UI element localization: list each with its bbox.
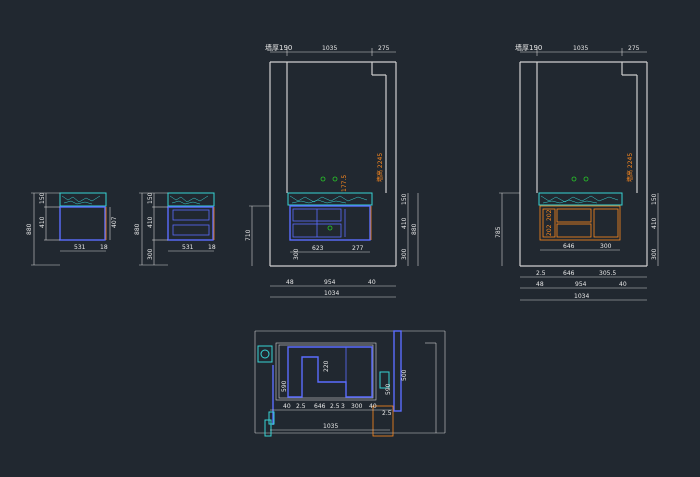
dim-drawer-b: 202 [546,224,553,236]
drawer-upper [556,208,592,223]
drawer-lower [172,224,210,236]
dim-top-width: 1035 [573,45,588,52]
dim-right-bottom: 300 [651,248,658,260]
dim-bottom-total: 1034 [324,290,339,297]
dim-b1-mid: 646 [563,270,575,277]
plan-fixture [257,345,273,363]
plan-dim-7: 2.5 [382,410,392,417]
dim-b2-mid: 954 [575,281,587,288]
dim-b2-left: 48 [536,281,544,288]
plan-dim-6: 40 [369,403,377,410]
plan-label-a: 220 [323,360,330,372]
cabinet-elevation-1: 880 150 410 407 531 18 [26,192,118,266]
dim-inner-width: 623 [312,245,324,252]
stone-countertop [59,192,107,207]
plan-dim-5: 300 [351,403,363,410]
drawer-lower [556,223,592,238]
dim-b1-right: 305.5 [599,270,616,277]
dim-right-total: 880 [411,223,418,235]
plan-cabinet [287,346,373,398]
dim-edge: 18 [208,244,216,251]
dim-side-height: 407 [111,216,118,228]
plan-dim-3: 2.5 [330,403,340,410]
dim-total-height: 880 [134,223,141,235]
dim-bottom-mid: 954 [324,279,336,286]
dim-inner-side: 300 [600,243,612,250]
dim-leg: 300 [293,248,300,260]
dim-left-height: 710 [245,229,252,241]
dim-top-side: 275 [378,45,390,52]
stone-countertop [167,192,215,207]
dim-total-height: 880 [26,223,33,235]
plan-label-c: 500 [401,369,408,381]
front-elevation-4: 墙厚190 1035 275 墙高 2245 202 202 646 300 7… [495,43,659,301]
dim-inner-side: 277 [352,245,364,252]
plan-label-b: 590 [281,380,288,392]
dim-top-side: 275 [628,45,640,52]
stone-countertop [538,192,623,206]
side-compartment [542,208,556,238]
stone-countertop [287,192,373,206]
dim-right-mid: 410 [401,217,408,229]
dim-b2-right: 40 [619,281,627,288]
dim-edge: 18 [100,244,108,251]
dim-right-mid: 410 [651,217,658,229]
front-elevation-3: 墙厚190 1035 275 177.5 墙高 2245 300 623 277… [245,43,419,298]
vanity-cabinet [539,205,621,241]
dim-right-bottom: 300 [401,248,408,260]
dim-right-top: 150 [651,193,658,205]
dim-drawer-a: 202 [546,209,553,221]
dim-right-top: 150 [401,193,408,205]
plan-total-width: 1035 [323,423,338,430]
dim-width: 531 [74,244,86,251]
dim-top-height: 150 [147,192,154,204]
side-door [593,208,619,238]
plan-dim-4: 3 [341,403,345,410]
dim-left-height: 785 [495,226,502,238]
plan-dim-2: 646 [314,403,326,410]
wall-thickness-label: 墙厚190 [265,43,292,52]
dim-top-height: 150 [39,192,46,204]
dim-bottom-right: 40 [368,279,376,286]
plan-dim-0: 40 [283,403,291,410]
cabinet-body [167,206,214,241]
plan-view: 220 590 500 590 40 2.5 646 2.5 3 300 40 … [254,330,446,437]
plan-pipe [393,330,402,412]
dim-top-width: 1035 [322,45,337,52]
dim-inner-width: 646 [563,243,575,250]
dim-cabinet-height: 410 [147,216,154,228]
drawer-upper [172,209,210,221]
cabinet-elevation-2: 880 150 410 300 531 18 [134,192,216,266]
vanity-cabinet [289,205,371,241]
dim-bottom-total: 1034 [574,293,589,300]
plan-cabinet-outline [275,342,377,401]
wall-thickness-label: 墙厚190 [515,43,542,52]
dim-width: 531 [182,244,194,251]
dim-inner-height: 177.5 [341,175,348,192]
dim-cabinet-height: 410 [39,216,46,228]
wall-height-label: 墙高 2245 [626,153,634,182]
dim-leg-height: 300 [147,248,154,260]
cabinet-body [59,206,106,241]
plan-dim-1: 2.5 [296,403,306,410]
dim-b1-left: 2.5 [536,270,546,277]
plan-label-d: 590 [385,383,392,395]
dim-bottom-left: 48 [286,279,294,286]
wall-height-label: 墙高 2245 [376,153,384,182]
